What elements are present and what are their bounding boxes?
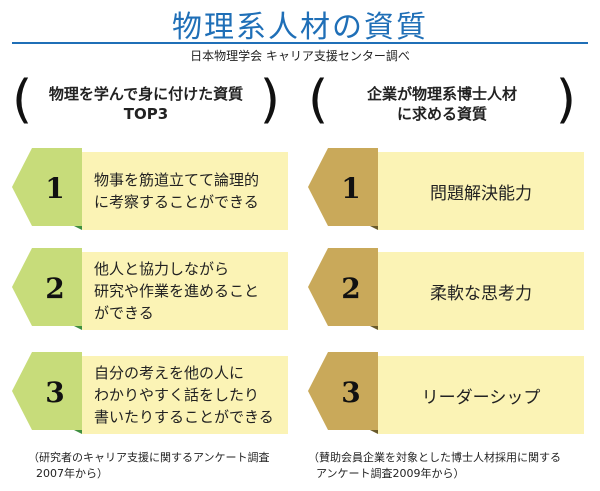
rank-tab [308, 148, 378, 230]
rank-number: 1 [45, 172, 65, 205]
rank-tab [308, 248, 378, 330]
rank-number: 3 [341, 376, 361, 409]
rank-number: 3 [45, 376, 65, 409]
item-text-line1: 物事を筋道立てて論理的 [94, 171, 260, 189]
right-card-3: 3 リーダーシップ [308, 352, 584, 434]
item-text-line3: 書いたりすることができる [94, 408, 274, 426]
right-paren-close: ) [555, 70, 576, 130]
item-text-line2: 研究や作業を進めること [94, 282, 260, 300]
item-label: 問題解決能力 [430, 183, 532, 204]
item-box: 問題解決能力 [378, 152, 584, 230]
item-label: 柔軟な思考力 [430, 283, 532, 304]
left-note-line1: （研究者のキャリア支援に関するアンケート調査 [28, 451, 270, 464]
title-underline [12, 42, 588, 44]
right-paren-open: ( [308, 70, 329, 130]
source-credit: 日本物理学会 キャリア支援センター調べ [190, 49, 410, 63]
rank-number: 2 [341, 272, 361, 305]
left-card-2: 2 他人と協力しながら 研究や作業を進めること ができる [12, 248, 288, 330]
rank-number: 1 [341, 172, 361, 205]
left-card-1: 1 物事を筋道立てて論理的 に考察することができる [12, 148, 288, 230]
page-title: 物理系人材の資質 [172, 10, 428, 45]
item-text-line2: わかりやすく話をしたり [94, 386, 260, 404]
left-note-line2: 2007年から） [36, 467, 108, 480]
item-box: リーダーシップ [378, 356, 584, 434]
item-box: 他人と協力しながら 研究や作業を進めること ができる [82, 252, 288, 330]
left-heading-line2: TOP3 [123, 105, 169, 123]
right-heading-line1: 企業が物理系博士人材 [366, 85, 517, 103]
item-box: 自分の考えを他の人に わかりやすく話をしたり 書いたりすることができる [82, 356, 288, 434]
right-note-line1: （賛助会員企業を対象とした博士人材採用に関する [308, 451, 561, 464]
item-label: リーダーシップ [421, 387, 541, 408]
rank-tab [308, 352, 378, 434]
left-column-heading: ( 物理を学んで身に付けた資質 TOP3 ) [12, 70, 280, 136]
item-box: 物事を筋道立てて論理的 に考察することができる [82, 152, 288, 230]
item-text-line3: ができる [94, 304, 154, 322]
right-card-2: 2 柔軟な思考力 [308, 248, 584, 330]
left-paren-close: ) [259, 70, 280, 130]
rank-tab [12, 248, 82, 330]
item-text-line1: 他人と協力しながら [94, 260, 230, 278]
left-card-3: 3 自分の考えを他の人に わかりやすく話をしたり 書いたりすることができる [12, 352, 288, 434]
left-heading-line1: 物理を学んで身に付けた資質 [48, 85, 244, 103]
right-note-line2: アンケート調査2009年から） [316, 467, 465, 480]
left-paren-open: ( [12, 70, 33, 130]
right-heading-line2: に求める資質 [396, 105, 487, 123]
right-column-heading: ( 企業が物理系博士人材 に求める資質 ) [308, 70, 576, 136]
rank-tab [12, 352, 82, 434]
item-text-line1: 自分の考えを他の人に [94, 364, 245, 382]
rank-number: 2 [45, 272, 65, 305]
right-footnote: （賛助会員企業を対象とした博士人材採用に関する アンケート調査2009年から） [308, 450, 561, 482]
rank-tab [12, 148, 82, 230]
left-footnote: （研究者のキャリア支援に関するアンケート調査 2007年から） [28, 450, 270, 482]
item-box: 柔軟な思考力 [378, 252, 584, 330]
right-card-1: 1 問題解決能力 [308, 148, 584, 230]
item-text-line2: に考察することができる [94, 193, 259, 211]
